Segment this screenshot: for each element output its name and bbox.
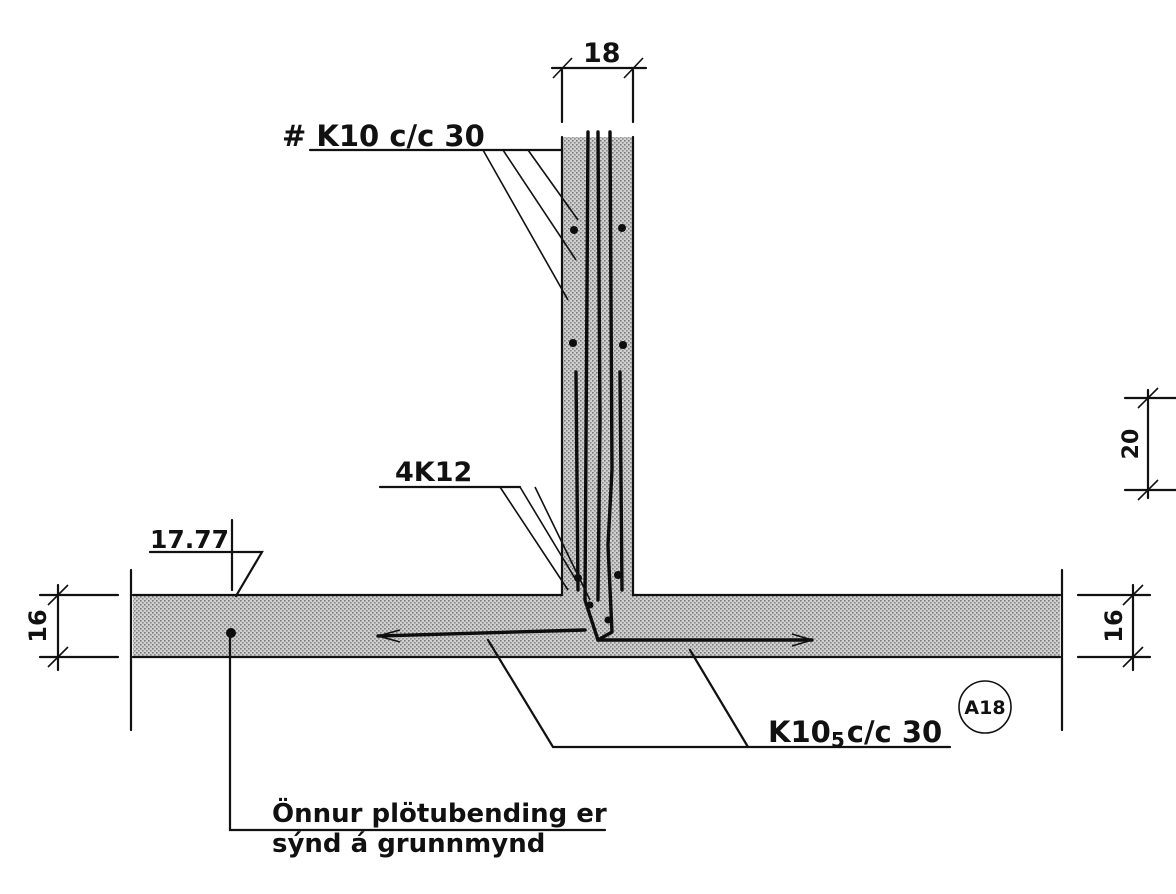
corner-bars-label: 4K12 bbox=[395, 457, 472, 488]
bottom-rebar-label: K105c/c 30 bbox=[768, 715, 942, 752]
slab-thickness-left-label: 16 bbox=[24, 609, 52, 642]
slab-rebar bbox=[226, 628, 814, 647]
dimension-lines bbox=[38, 57, 1176, 734]
slab-thickness-right-label: 16 bbox=[1100, 609, 1128, 642]
level-label: 17.77 bbox=[150, 525, 229, 554]
slab-section bbox=[133, 595, 1060, 657]
leader-lines bbox=[148, 148, 952, 832]
mesh-label: # K10 c/c 30 bbox=[282, 119, 485, 153]
detail-tag: A18 bbox=[964, 697, 1005, 719]
note-line-1: Önnur plötubending er bbox=[272, 796, 607, 829]
partial-dimension-label: 20 bbox=[1119, 429, 1144, 460]
wall-thickness-label: 18 bbox=[583, 38, 621, 69]
note-line-2: sýnd á grunnmynd bbox=[272, 829, 545, 859]
wall-rebar bbox=[569, 130, 627, 642]
